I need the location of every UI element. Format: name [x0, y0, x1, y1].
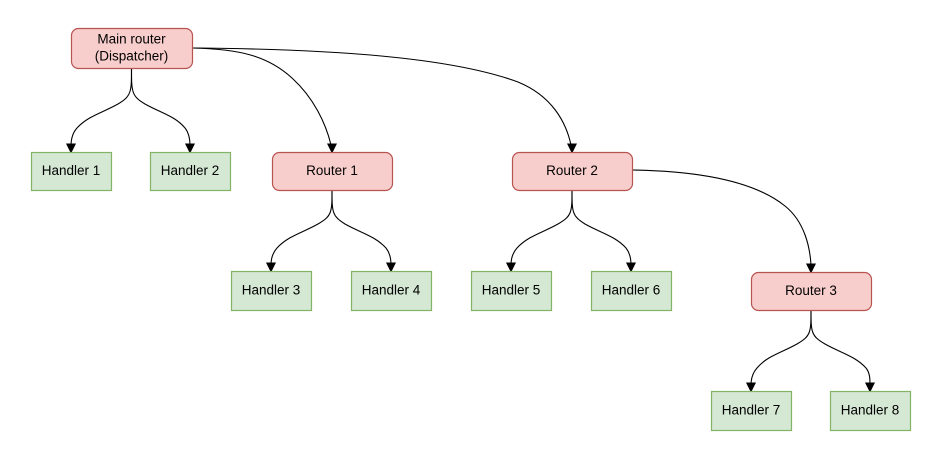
arrow-head-icon — [805, 263, 817, 274]
edge-router-2-to-handler-6 — [571, 189, 637, 273]
node-label: Router 2 — [546, 163, 598, 178]
edge-line — [331, 189, 392, 266]
node-box[interactable] — [230, 270, 313, 312]
node-handler-3[interactable]: Handler 3 — [230, 270, 313, 312]
edge-line — [70, 67, 133, 147]
node-box[interactable] — [271, 151, 394, 192]
edge-line — [510, 189, 573, 266]
arrow-head-icon — [184, 143, 196, 154]
arrow-head-icon — [385, 262, 397, 273]
node-router-1[interactable]: Router 1 — [271, 151, 394, 192]
node-box[interactable] — [590, 270, 673, 312]
nodes-layer: Main router (Dispatcher) Handler 1 Handler … — [30, 27, 912, 432]
edge-router-1-to-handler-3 — [265, 189, 333, 273]
arrow-head-icon — [65, 143, 77, 154]
arrow-head-icon — [505, 262, 517, 273]
node-box[interactable] — [829, 390, 912, 432]
edge-main-router-to-handler-1 — [65, 67, 133, 154]
node-label: Handler 3 — [242, 283, 301, 298]
node-box[interactable] — [350, 270, 433, 312]
node-box[interactable] — [70, 27, 194, 70]
node-box[interactable] — [750, 271, 873, 312]
edge-router-1-to-handler-4 — [331, 189, 397, 273]
node-label: Handler 6 — [602, 283, 661, 298]
node-label: Handler 4 — [362, 283, 421, 298]
edge-line — [750, 309, 812, 386]
edge-line — [631, 169, 812, 266]
node-label: Router 1 — [306, 163, 358, 178]
node-handler-7[interactable]: Handler 7 — [710, 390, 793, 432]
edge-line — [810, 309, 871, 386]
edge-main-router-to-handler-2 — [130, 67, 196, 154]
node-label: Router 3 — [785, 283, 837, 298]
node-label-line2: (Dispatcher) — [95, 49, 169, 64]
edge-router-3-to-handler-8 — [810, 309, 876, 393]
node-box[interactable] — [470, 270, 553, 312]
node-handler-5[interactable]: Handler 5 — [470, 270, 553, 312]
edge-line — [270, 189, 333, 266]
node-box[interactable] — [149, 151, 232, 192]
edge-main-router-to-router-1 — [191, 47, 338, 154]
node-handler-6[interactable]: Handler 6 — [590, 270, 673, 312]
node-label: Handler 7 — [722, 403, 781, 418]
edge-line — [571, 189, 632, 266]
edge-line — [130, 67, 191, 147]
node-label: Handler 2 — [161, 163, 220, 178]
node-main-router[interactable]: Main router (Dispatcher) — [70, 27, 194, 70]
node-handler-8[interactable]: Handler 8 — [829, 390, 912, 432]
node-router-2[interactable]: Router 2 — [511, 151, 634, 192]
node-label: Handler 8 — [841, 403, 900, 418]
node-router-3[interactable]: Router 3 — [750, 271, 873, 312]
edge-router-2-to-handler-5 — [505, 189, 573, 273]
edge-router-3-to-handler-7 — [745, 309, 812, 393]
edge-line — [191, 47, 332, 146]
node-label: Handler 1 — [42, 163, 101, 178]
arrow-head-icon — [566, 143, 578, 154]
edge-main-router-to-router-2 — [191, 47, 578, 154]
node-handler-2[interactable]: Handler 2 — [149, 151, 232, 192]
node-label-line1: Main router — [97, 32, 166, 47]
edge-line — [191, 47, 572, 146]
arrow-head-icon — [326, 143, 338, 154]
arrow-head-icon — [864, 382, 876, 393]
node-handler-4[interactable]: Handler 4 — [350, 270, 433, 312]
arrow-head-icon — [265, 262, 277, 273]
node-box[interactable] — [710, 390, 793, 432]
node-label: Handler 5 — [482, 283, 541, 298]
node-box[interactable] — [511, 151, 634, 192]
edges-layer — [65, 47, 876, 393]
node-handler-1[interactable]: Handler 1 — [30, 151, 113, 192]
arrow-head-icon — [745, 382, 757, 393]
arrow-head-icon — [625, 262, 637, 273]
edge-router-2-to-router-3 — [631, 169, 817, 274]
node-box[interactable] — [30, 151, 113, 192]
